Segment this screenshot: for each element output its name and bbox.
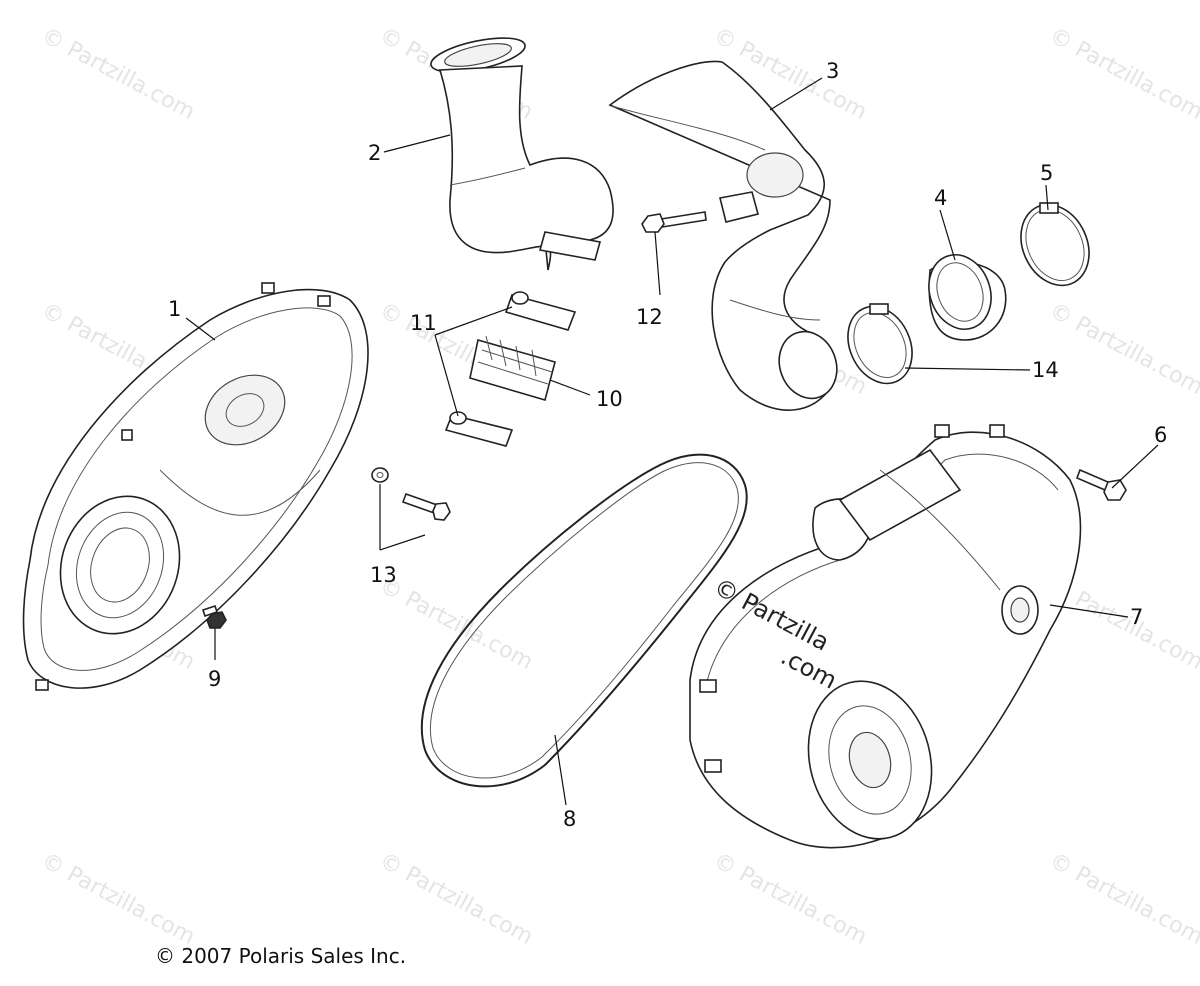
watermark: © Partzilla.com — [1045, 848, 1200, 950]
watermark: © Partzilla.com — [1045, 298, 1200, 400]
callout-14: 14 — [1032, 358, 1059, 382]
callout-2: 2 — [368, 141, 381, 165]
callout-4: 4 — [934, 186, 947, 210]
part-11-clip-upper — [504, 291, 577, 331]
part-7-outer-clutch-cover — [689, 424, 1082, 849]
callout-3: 3 — [826, 59, 839, 83]
callout-5: 5 — [1040, 161, 1053, 185]
part-2-intake-duct — [430, 37, 614, 271]
part-8-drive-belt — [420, 453, 748, 788]
part-9-bolt — [201, 604, 227, 629]
callout-1: 1 — [168, 297, 181, 321]
copyright-text: © 2007 Polaris Sales Inc. — [155, 944, 406, 968]
watermark: © Partzilla.com — [375, 848, 537, 950]
watermark: © Partzilla.com — [709, 848, 871, 950]
part-10-retainer — [469, 335, 556, 401]
part-13-bolt-washer — [371, 467, 451, 521]
part-14-clamp — [847, 303, 913, 385]
callout-12: 12 — [636, 305, 663, 329]
part-5-clamp — [1020, 202, 1090, 287]
callout-13: 13 — [370, 563, 397, 587]
watermark: © Partzilla.com — [375, 573, 537, 675]
watermark: © Partzilla.com — [37, 848, 199, 950]
part-1-inner-clutch-cover — [22, 282, 369, 691]
part-4-coupler — [928, 254, 1007, 341]
callout-labels: 1 2 3 4 5 6 7 8 9 10 11 12 13 14 — [168, 59, 1167, 831]
part-6-bolt — [1075, 468, 1127, 501]
part-12-screw — [641, 211, 707, 233]
callout-8: 8 — [563, 807, 576, 831]
callout-7: 7 — [1130, 605, 1143, 629]
callout-6: 6 — [1154, 423, 1167, 447]
callout-10: 10 — [596, 387, 623, 411]
leader-lines — [185, 77, 1159, 806]
callout-9: 9 — [208, 667, 221, 691]
part-11-clip-lower — [444, 411, 514, 447]
part-3-outlet-duct — [608, 60, 838, 411]
watermark: © Partzilla.com — [37, 23, 199, 125]
watermark: © Partzilla.com — [1045, 23, 1200, 125]
callout-11: 11 — [410, 311, 437, 335]
